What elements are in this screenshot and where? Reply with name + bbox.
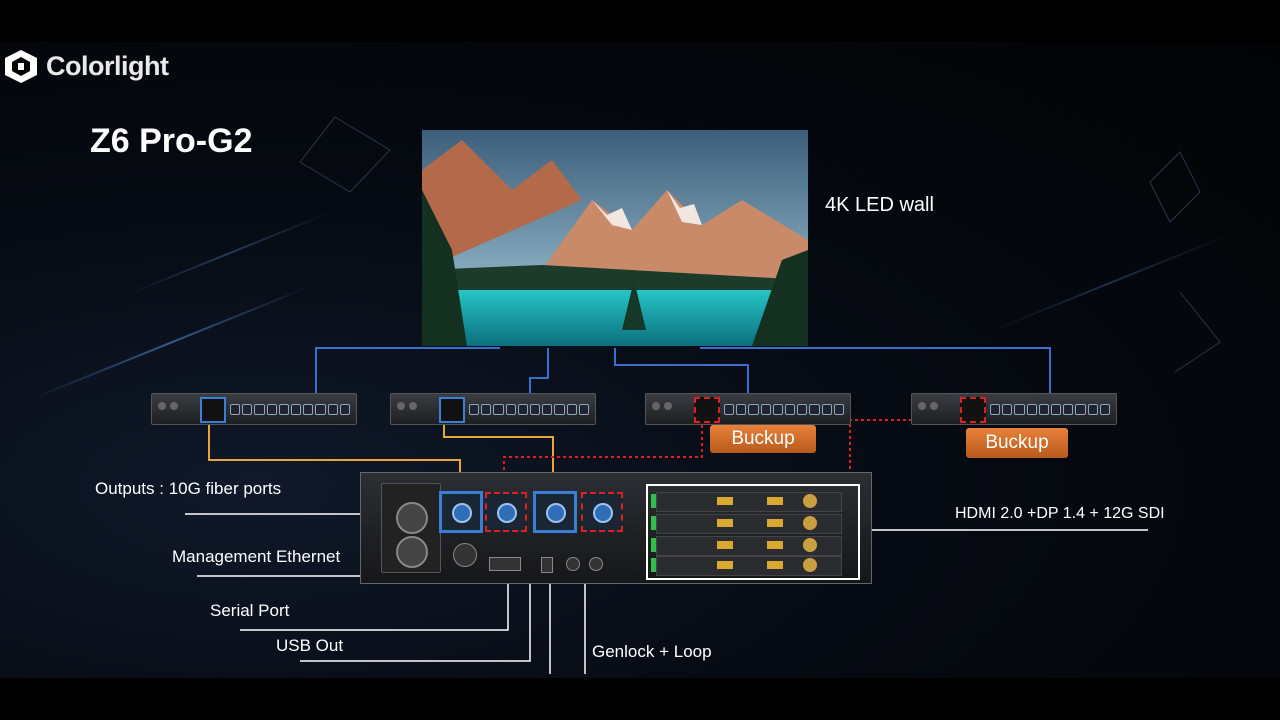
management-ethernet-label: Management Ethernet — [172, 547, 341, 566]
receiver-card-1 — [151, 393, 357, 425]
receiver-card-4 — [911, 393, 1117, 425]
genlock-port — [566, 557, 580, 571]
brand-name: Colorlight — [46, 50, 169, 81]
fiber-output-port-2 — [485, 492, 527, 532]
backup-badge: Buckup — [966, 428, 1068, 458]
usb-port — [541, 557, 553, 573]
input-card — [651, 556, 842, 576]
backup-badge: Buckup — [710, 425, 816, 453]
serial-port — [489, 557, 521, 571]
fiber-port-primary — [439, 397, 465, 423]
genlock-label: Genlock + Loop — [592, 642, 712, 661]
input-cards-frame — [646, 484, 860, 580]
inputs-label: HDMI 2.0 +DP 1.4 + 12G SDI — [955, 505, 1165, 522]
page-title: Z6 Pro-G2 — [90, 122, 253, 160]
led-wall-label: 4K LED wall — [825, 194, 934, 216]
receiver-card-3 — [645, 393, 851, 425]
usb-out-label: USB Out — [276, 636, 344, 655]
diagram-stage: Colorlight Z6 Pro-G2 — [0, 42, 1280, 678]
input-card — [651, 514, 842, 534]
fiber-port-primary — [200, 397, 226, 423]
colorlight-cube-icon — [5, 50, 37, 83]
constellation-decoration — [299, 116, 1221, 373]
ethernet-port — [453, 543, 477, 567]
input-card — [651, 536, 842, 556]
fiber-output-port-4 — [581, 492, 623, 532]
receiver-card-2 — [390, 393, 596, 425]
fiber-output-port-1 — [439, 491, 483, 533]
genlock-loop-port — [589, 557, 603, 571]
input-card — [651, 492, 842, 512]
fiber-port-backup — [694, 397, 720, 423]
brand-logo: Colorlight — [2, 48, 169, 84]
serial-port-label: Serial Port — [210, 601, 290, 620]
fiber-output-port-3 — [533, 491, 577, 533]
outputs-label: Outputs : 10G fiber ports — [95, 479, 282, 498]
power-module — [381, 483, 441, 573]
led-wall-image — [422, 130, 808, 346]
fiber-port-backup — [960, 397, 986, 423]
